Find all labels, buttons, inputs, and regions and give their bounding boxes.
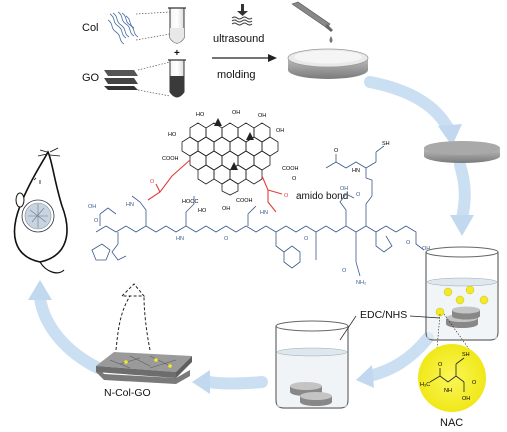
nac-oh: OH	[462, 396, 470, 402]
flow-arrow-left-up	[34, 292, 104, 374]
flow-arrow-bottom-right	[364, 332, 434, 382]
amide-linkages	[147, 159, 283, 213]
group-label: HOOC	[182, 199, 199, 205]
collagen-group: Col	[82, 7, 186, 45]
atom-label: O	[342, 268, 347, 274]
group-label: COOH	[282, 166, 299, 172]
dotted-leader-col-2	[135, 33, 171, 41]
label-product: N-Col-GO	[104, 387, 151, 399]
atom-label: HN	[260, 210, 268, 216]
edc-leader	[409, 315, 441, 319]
collagen-peptide-chain	[91, 177, 425, 277]
label-molding: molding	[217, 69, 256, 81]
atom-label: HN	[126, 202, 134, 208]
nac-h3c: H₃C	[420, 382, 430, 388]
label-col: Col	[82, 22, 99, 34]
label-nac: NAC	[440, 417, 463, 429]
nac-dot	[465, 285, 475, 295]
graphene-oxide-structure	[181, 118, 279, 196]
atom-label: O	[94, 218, 99, 224]
flow-arrow-right-down	[454, 159, 471, 224]
beaker-icon	[275, 320, 349, 409]
atom-label: OH	[340, 186, 348, 192]
group-label: HO	[196, 112, 205, 118]
flow-arrow-head-top-right	[438, 124, 462, 146]
label-edc-nhs: EDC/NHS	[360, 309, 407, 321]
nac-nh: NH	[444, 388, 452, 394]
label-go: GO	[82, 72, 100, 84]
dashed-curved-arrow-icon	[115, 283, 151, 351]
graphene-functional-groups: HO OH OH HO COOH OH COOH O HOOC HO OH CO…	[162, 110, 299, 214]
test-tube-icon	[168, 59, 186, 98]
group-label: HO	[198, 208, 207, 214]
edc-leader-left	[339, 315, 357, 341]
nac-highlight	[418, 344, 486, 412]
product-disc	[96, 352, 192, 384]
group-label: OH	[258, 113, 266, 119]
nac-o: O	[438, 362, 443, 368]
nac-top-hn: HN	[352, 168, 360, 174]
flow-arrow-bottom	[202, 376, 268, 390]
dotted-leader-col-1	[135, 11, 171, 15]
atom-label: O	[224, 236, 229, 242]
atom-label: O	[406, 240, 411, 246]
label-ultrasound: ultrasound	[213, 33, 264, 45]
nac-top-sh: SH	[382, 141, 390, 147]
pipette-icon	[291, 1, 333, 43]
dotted-leader-go-1	[137, 61, 171, 71]
nac-dot	[154, 358, 158, 362]
group-label: OH	[222, 206, 230, 212]
group-label: OH	[232, 110, 240, 116]
nac-top-o: O	[334, 148, 339, 154]
atom-label: HN	[176, 236, 184, 242]
nac-sh: SH	[462, 352, 470, 358]
atom-label: O	[356, 192, 361, 198]
atom-label: OH	[422, 246, 430, 252]
graphene-oxide-group: GO	[82, 59, 186, 98]
peptide-atom-labels: OH O HN HN OH O NH₂ O OH O HN O O	[88, 186, 430, 286]
nac-o2: O	[472, 380, 477, 386]
label-amido-bond: amido bond	[296, 191, 348, 202]
graphene-oxide-sheet-icon	[104, 70, 138, 90]
flow-arrows	[28, 76, 474, 394]
atom-o-left: O	[150, 179, 155, 185]
group-label: O	[292, 176, 297, 182]
group-label: COOH	[236, 198, 253, 204]
nac-molecule-top	[325, 145, 385, 178]
atom-label: NH₂	[356, 280, 366, 286]
gel-disc	[424, 141, 500, 163]
test-tube-icon	[168, 7, 186, 44]
nac-dot	[124, 360, 128, 364]
atom-label: OH	[88, 204, 96, 210]
flow-arrow-head-bottom	[192, 370, 210, 394]
petri-dish-icon	[287, 48, 369, 79]
beaker-icon	[425, 246, 499, 341]
flow-arrow-head-left-up	[28, 280, 52, 300]
atom-o-right: O	[284, 193, 289, 199]
nac-dot	[435, 307, 445, 317]
nac-dot	[455, 295, 465, 305]
arrow-ultrasound-molding-head	[268, 54, 277, 62]
group-label: COOH	[162, 156, 179, 162]
nac-dot	[479, 295, 489, 305]
flow-arrow-top-right	[364, 76, 454, 134]
flow-arrow-head-bottom-right	[356, 365, 374, 388]
plus-sign: +	[174, 48, 180, 59]
collagen-fiber-icon	[107, 11, 139, 45]
graphene-lattice	[181, 122, 279, 196]
ultrasound-icon	[231, 4, 253, 26]
group-label: OH	[276, 128, 284, 134]
mouse-icon	[13, 147, 68, 274]
group-label: HO	[168, 132, 177, 138]
atom-label: O	[304, 236, 309, 242]
flow-arrow-head-right-down	[450, 215, 474, 236]
dotted-leader-go-2	[137, 89, 171, 97]
nac-dot	[168, 364, 172, 368]
nac-dot	[443, 287, 453, 297]
